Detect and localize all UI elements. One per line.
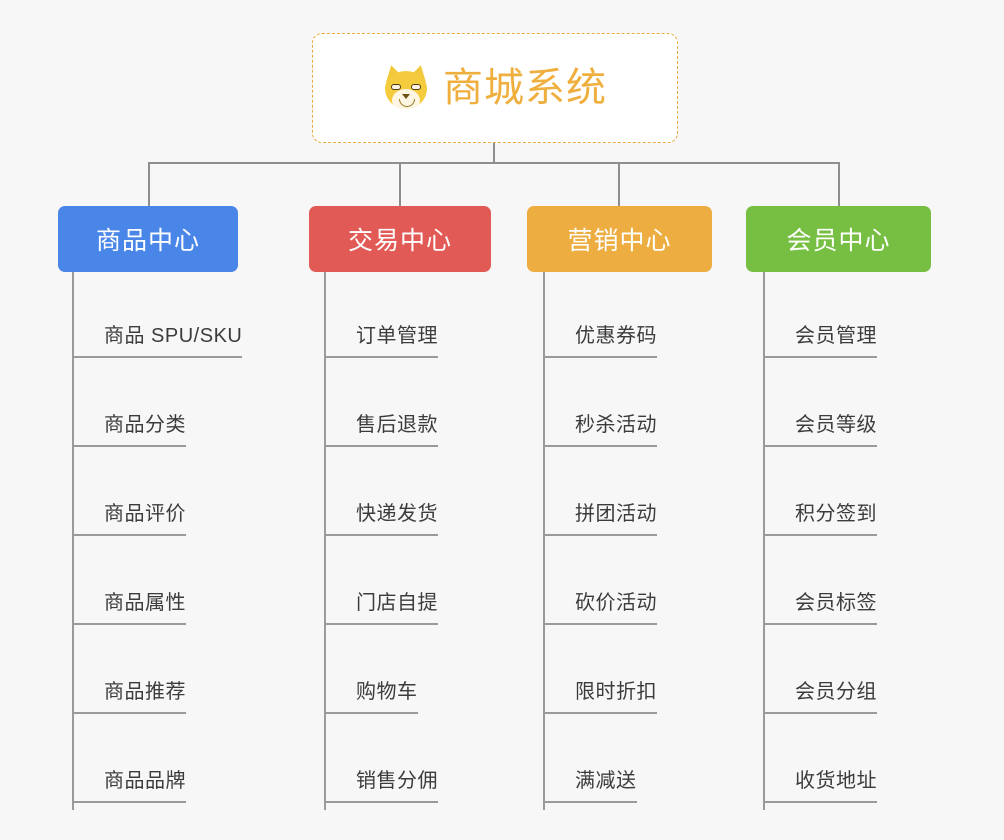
- leaf-spine: [543, 272, 545, 810]
- branch-box-member-center[interactable]: 会员中心: [746, 206, 931, 272]
- leaf-item[interactable]: 拼团活动: [543, 497, 657, 536]
- leaf-item[interactable]: 快递发货: [324, 497, 438, 536]
- leaf-item-label: 会员管理: [795, 325, 877, 347]
- branch-label: 营销中心: [567, 227, 672, 255]
- leaf-item[interactable]: 优惠券码: [543, 319, 657, 358]
- leaf-spine: [763, 272, 765, 810]
- shiba-dog-face-icon: [382, 63, 430, 111]
- leaf-item[interactable]: 满减送: [543, 764, 637, 803]
- leaf-item[interactable]: 会员等级: [763, 408, 877, 447]
- leaf-item[interactable]: 会员标签: [763, 586, 877, 625]
- root-node[interactable]: 商城系统: [312, 33, 678, 143]
- leaf-item-label: 商品推荐: [104, 681, 186, 703]
- leaf-item-label: 商品属性: [104, 592, 186, 614]
- leaf-item[interactable]: 商品分类: [72, 408, 186, 447]
- leaf-spine: [324, 272, 326, 810]
- leaf-item-label: 优惠券码: [575, 325, 657, 347]
- leaf-item-label: 商品分类: [104, 414, 186, 436]
- leaf-item-label: 砍价活动: [575, 592, 657, 614]
- leaf-item-label: 售后退款: [356, 414, 438, 436]
- leaf-item-label: 限时折扣: [575, 681, 657, 703]
- leaf-item[interactable]: 砍价活动: [543, 586, 657, 625]
- leaf-item-label: 秒杀活动: [575, 414, 657, 436]
- leaf-item[interactable]: 商品 SPU/SKU: [72, 319, 243, 358]
- leaf-item[interactable]: 会员管理: [763, 319, 877, 358]
- leaf-item-label: 订单管理: [356, 325, 438, 347]
- branch-box-marketing-center[interactable]: 营销中心: [527, 206, 712, 272]
- connector-horizontal-bus: [148, 162, 840, 164]
- leaf-item-label: 会员分组: [795, 681, 877, 703]
- leaf-item[interactable]: 积分签到: [763, 497, 877, 536]
- leaf-item[interactable]: 销售分佣: [324, 764, 438, 803]
- connector-drop-1: [148, 162, 150, 206]
- leaf-item[interactable]: 购物车: [324, 675, 418, 714]
- leaf-item-label: 门店自提: [356, 592, 438, 614]
- connector-drop-3: [618, 162, 620, 206]
- leaf-item[interactable]: 限时折扣: [543, 675, 657, 714]
- leaf-item-label: 拼团活动: [575, 503, 657, 525]
- leaf-item[interactable]: 商品品牌: [72, 764, 186, 803]
- leaf-item-label: 商品评价: [104, 503, 186, 525]
- leaf-item[interactable]: 订单管理: [324, 319, 438, 358]
- leaf-item-label: 购物车: [356, 681, 418, 703]
- connector-root-stem: [493, 143, 495, 164]
- leaf-item[interactable]: 秒杀活动: [543, 408, 657, 447]
- leaf-item-label: 商品 SPU/SKU: [104, 325, 243, 347]
- leaf-item-label: 会员等级: [795, 414, 877, 436]
- leaf-item[interactable]: 门店自提: [324, 586, 438, 625]
- leaf-item-label: 积分签到: [795, 503, 877, 525]
- leaf-spine: [72, 272, 74, 810]
- leaf-item-label: 快递发货: [356, 503, 438, 525]
- leaf-item[interactable]: 售后退款: [324, 408, 438, 447]
- leaf-item[interactable]: 商品推荐: [72, 675, 186, 714]
- branch-box-product-center[interactable]: 商品中心: [58, 206, 238, 272]
- leaf-item[interactable]: 商品属性: [72, 586, 186, 625]
- leaf-item-label: 收货地址: [795, 770, 877, 792]
- leaf-item-label: 满减送: [575, 770, 637, 792]
- leaf-item-label: 会员标签: [795, 592, 877, 614]
- branch-box-trade-center[interactable]: 交易中心: [309, 206, 491, 272]
- branch-label: 商品中心: [95, 227, 200, 255]
- leaf-item-label: 销售分佣: [356, 770, 438, 792]
- connector-drop-2: [399, 162, 401, 206]
- connector-drop-4: [838, 162, 840, 206]
- leaf-item[interactable]: 商品评价: [72, 497, 186, 536]
- leaf-item-label: 商品品牌: [104, 770, 186, 792]
- leaf-item[interactable]: 会员分组: [763, 675, 877, 714]
- branch-label: 交易中心: [347, 227, 452, 255]
- branch-label: 会员中心: [786, 227, 891, 255]
- leaf-item[interactable]: 收货地址: [763, 764, 877, 803]
- root-title: 商城系统: [443, 66, 607, 110]
